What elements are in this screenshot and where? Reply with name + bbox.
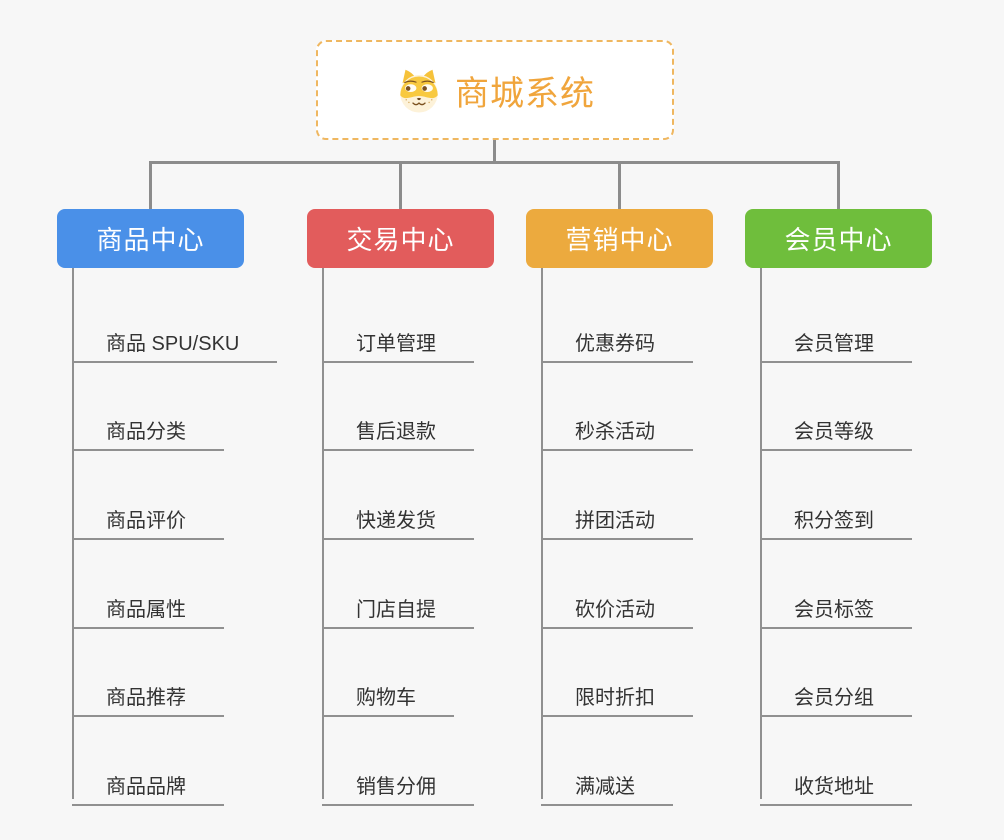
leaf-topic-label: 秒杀活动 <box>575 421 655 443</box>
leaf-topic-label: 商品品牌 <box>106 776 186 798</box>
connector-line <box>618 161 621 211</box>
leaf-topic[interactable]: 会员分组 <box>760 668 912 717</box>
leaf-topic[interactable]: 限时折扣 <box>541 668 693 717</box>
leaf-topic[interactable]: 快递发货 <box>322 491 474 540</box>
leaf-topic-label: 商品分类 <box>106 421 186 443</box>
leaf-topic-label: 会员管理 <box>794 333 874 355</box>
branch-label: 营销中心 <box>565 225 674 255</box>
branch-label: 交易中心 <box>346 225 455 255</box>
root-topic[interactable]: 商城系统 <box>316 40 674 140</box>
leaf-topic-label: 销售分佣 <box>356 776 436 798</box>
leaf-topic-label: 售后退款 <box>356 421 436 443</box>
leaf-topic-label: 商品属性 <box>106 599 186 621</box>
leaf-topic-label: 拼团活动 <box>575 510 655 532</box>
branch-column-line <box>322 268 324 799</box>
leaf-topic[interactable]: 优惠券码 <box>541 314 693 363</box>
leaf-topic-label: 商品推荐 <box>106 687 186 709</box>
leaf-topic-label: 会员分组 <box>794 687 874 709</box>
connector-line <box>837 161 840 211</box>
leaf-topic[interactable]: 商品评价 <box>72 491 224 540</box>
branch-header[interactable]: 交易中心 <box>307 209 494 268</box>
leaf-topic-label: 砍价活动 <box>575 599 655 621</box>
leaf-topic[interactable]: 门店自提 <box>322 580 474 629</box>
leaf-topic-label: 限时折扣 <box>575 687 655 709</box>
leaf-topic[interactable]: 收货地址 <box>760 757 912 806</box>
leaf-topic-label: 收货地址 <box>794 776 874 798</box>
leaf-topic[interactable]: 满减送 <box>541 757 673 806</box>
branch-header[interactable]: 营销中心 <box>526 209 713 268</box>
leaf-topic[interactable]: 商品推荐 <box>72 668 224 717</box>
leaf-topic[interactable]: 秒杀活动 <box>541 402 693 451</box>
leaf-topic[interactable]: 会员标签 <box>760 580 912 629</box>
connector-line <box>149 161 152 211</box>
connector-rail <box>149 161 840 164</box>
leaf-topic[interactable]: 会员管理 <box>760 314 912 363</box>
leaf-topic-label: 快递发货 <box>356 510 436 532</box>
leaf-topic-label: 商品评价 <box>106 510 186 532</box>
leaf-topic[interactable]: 售后退款 <box>322 402 474 451</box>
leaf-topic-label: 门店自提 <box>356 599 436 621</box>
leaf-topic[interactable]: 商品属性 <box>72 580 224 629</box>
branch-column-line <box>760 268 762 799</box>
leaf-topic-label: 订单管理 <box>356 333 436 355</box>
branch-label: 会员中心 <box>784 225 893 255</box>
leaf-topic[interactable]: 商品分类 <box>72 402 224 451</box>
branch-column-line <box>541 268 543 799</box>
leaf-topic-label: 购物车 <box>356 687 416 709</box>
leaf-topic[interactable]: 购物车 <box>322 668 454 717</box>
leaf-topic[interactable]: 商品品牌 <box>72 757 224 806</box>
leaf-topic-label: 会员标签 <box>794 599 874 621</box>
leaf-topic[interactable]: 积分签到 <box>760 491 912 540</box>
branch-label: 商品中心 <box>96 225 205 255</box>
leaf-topic[interactable]: 拼团活动 <box>541 491 693 540</box>
leaf-topic[interactable]: 商品 SPU/SKU <box>72 314 278 363</box>
connector-line <box>492 140 496 164</box>
root-topic-title: 商城系统 <box>455 74 595 113</box>
branch-header[interactable]: 会员中心 <box>745 209 932 268</box>
connector-line <box>399 161 402 211</box>
leaf-topic-label: 优惠券码 <box>575 333 655 355</box>
branch-column-line <box>72 268 74 799</box>
leaf-topic[interactable]: 订单管理 <box>322 314 474 363</box>
leaf-topic[interactable]: 会员等级 <box>760 402 912 451</box>
branch-header[interactable]: 商品中心 <box>57 209 244 268</box>
leaf-topic-label: 商品 SPU/SKU <box>106 333 240 355</box>
leaf-topic[interactable]: 销售分佣 <box>322 757 474 806</box>
leaf-topic-label: 积分签到 <box>794 510 874 532</box>
leaf-topic[interactable]: 砍价活动 <box>541 580 693 629</box>
doge-icon <box>400 69 438 113</box>
leaf-topic-label: 满减送 <box>575 776 635 798</box>
leaf-topic-label: 会员等级 <box>794 421 874 443</box>
